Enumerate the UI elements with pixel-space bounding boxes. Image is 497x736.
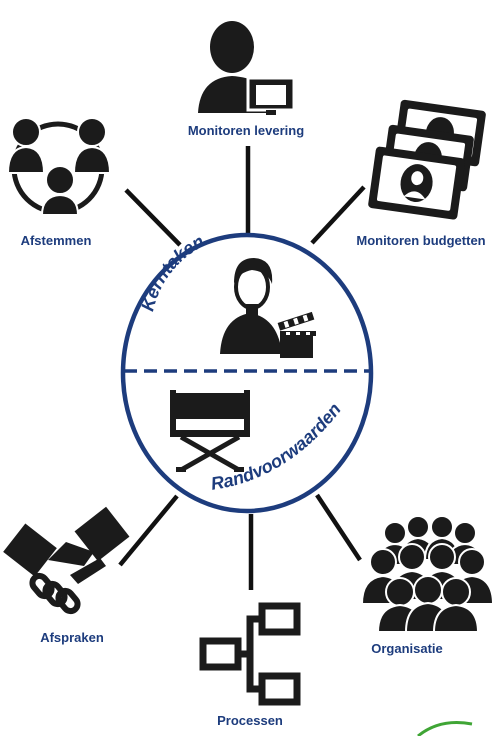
- monitoren-levering-label: Monitoren levering: [187, 123, 305, 138]
- process-flow-icon: [199, 602, 301, 706]
- afspraken-label: Afspraken: [40, 630, 104, 645]
- director-icon: [220, 258, 282, 354]
- crowd-icon: [360, 515, 495, 633]
- monitoren-budgetten-label: Monitoren budgetten: [356, 233, 486, 248]
- clapperboard-icon: [277, 311, 316, 358]
- connector-upper-right: [310, 185, 366, 245]
- connector-upper-left: [124, 188, 182, 247]
- processen-label: Processen: [217, 713, 283, 728]
- person-monitor-icon: [198, 21, 296, 115]
- organisatie-label: Organisatie: [371, 641, 443, 656]
- directors-chair-icon: [170, 390, 250, 473]
- team-circle-icon: [6, 117, 112, 216]
- handshake-icon: [3, 506, 130, 615]
- afstemmen-label: Afstemmen: [20, 233, 92, 248]
- connector-lower-right: [315, 493, 362, 562]
- banknotes-icon: [368, 99, 486, 220]
- logo-swoosh-fragment: [417, 721, 473, 736]
- connector-lower-left: [118, 494, 179, 567]
- connectors: [118, 146, 366, 590]
